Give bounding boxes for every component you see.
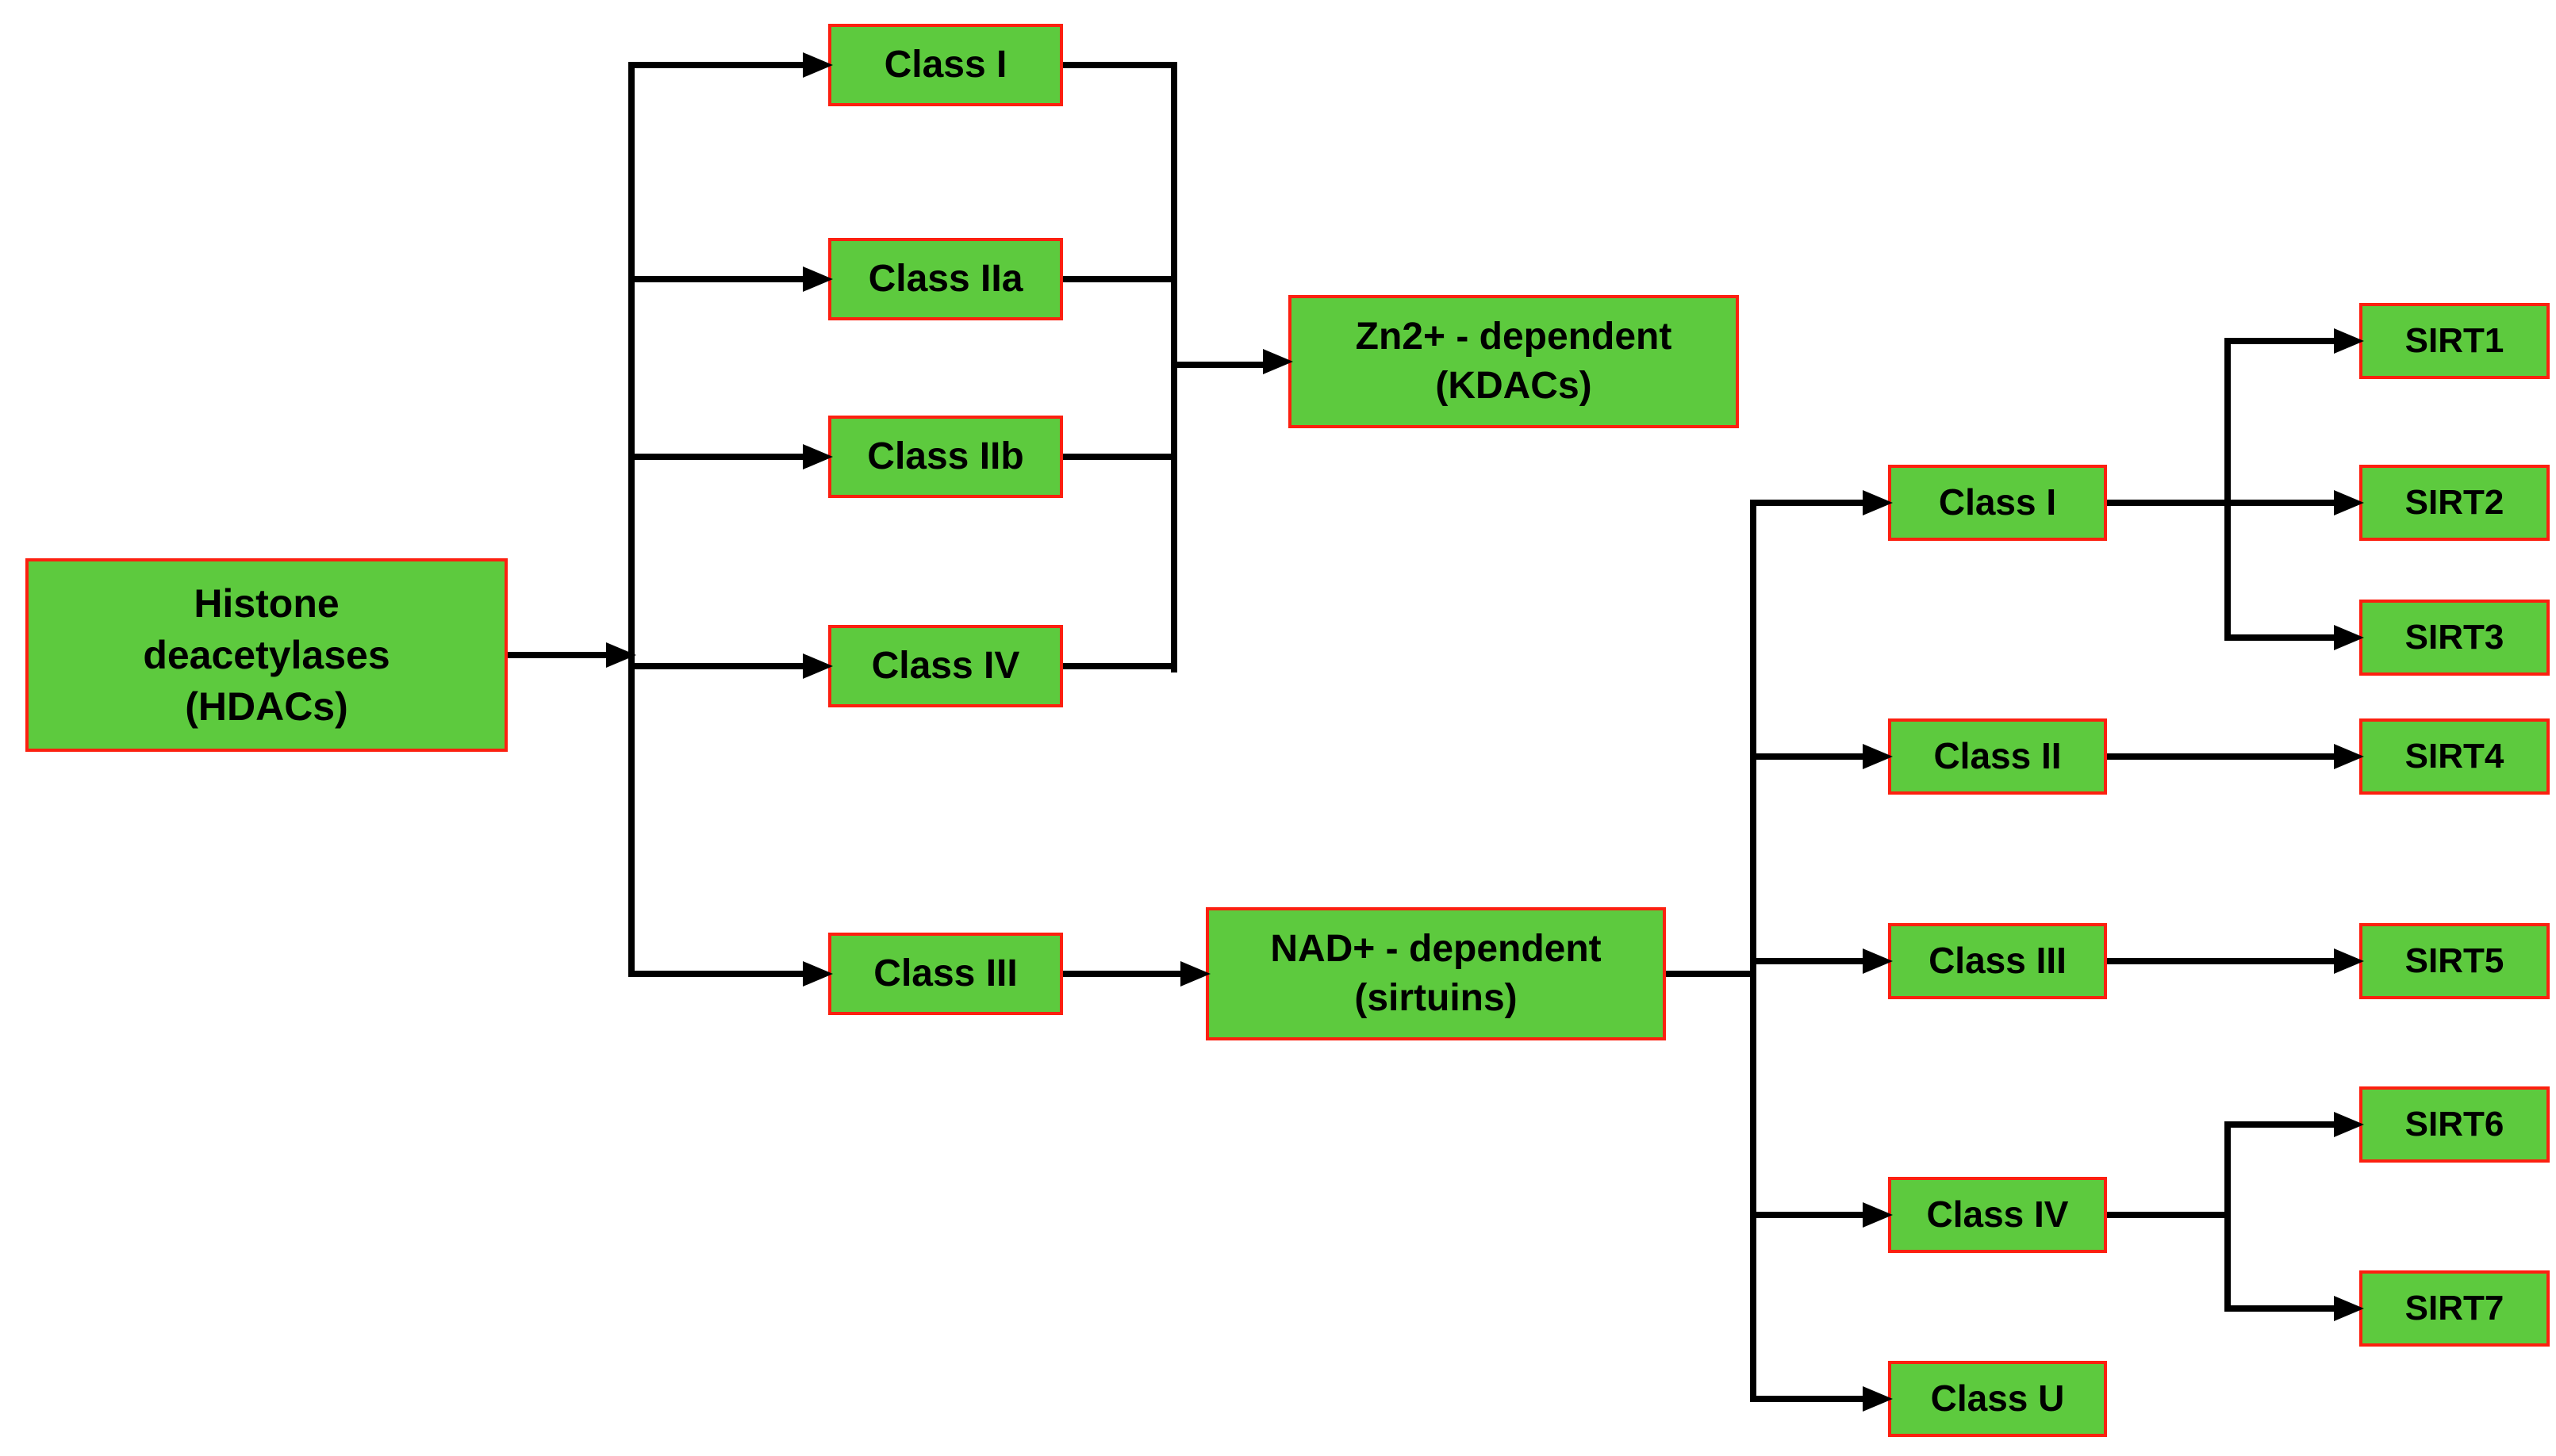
arrowhead-icon [1863,744,1893,769]
connector-class-iia-to-collector [1063,276,1177,282]
node-nad-dependent-sirtuins: NAD+ - dependent (sirtuins) [1206,907,1666,1040]
node-label: (KDACs) [1435,365,1592,407]
connector-trunk-to-class-iib [631,454,806,460]
connector-root-to-trunk [508,652,635,658]
node-label: SIRT5 [2404,941,2504,981]
arrowhead-icon [2334,1112,2364,1137]
node-class-iv: Class IV [828,625,1063,707]
node-sirtuin-class-iii: Class III [1888,923,2107,999]
node-label: Histone [194,580,340,626]
node-label: SIRT4 [2404,737,2504,776]
node-label: SIRT3 [2404,618,2504,657]
collector-line-zn [1171,62,1177,672]
node-label: Zn2+ - dependent [1355,315,1672,358]
arrowhead-icon [1863,1202,1893,1228]
connector-branch-to-sirt3 [2228,634,2339,641]
node-label: NAD+ - dependent [1270,927,1602,970]
node-label: SIRT2 [2404,483,2504,523]
arrowhead-icon [606,642,636,668]
node-zn-dependent-kdacs: Zn2+ - dependent (KDACs) [1288,295,1739,428]
connector-class-i-to-collector [1063,62,1177,68]
arrowhead-icon [2334,328,2364,354]
connector-sclass-iv-to-branch [2107,1212,2231,1218]
node-class-iib: Class IIb [828,416,1063,498]
arrowhead-icon [1863,948,1893,974]
arrowhead-icon [803,653,833,679]
connector-collector-to-zn [1174,362,1266,368]
node-label: Class II [1933,735,2062,777]
node-label: Class I [1938,481,2057,523]
trunk-line-hdac [628,62,635,977]
connector-class-iv-to-collector [1063,663,1177,669]
arrowhead-icon [803,266,833,292]
connector-class-iib-to-collector [1063,454,1177,460]
arrowhead-icon [803,444,833,469]
branch-line-sirt1-3 [2224,338,2231,641]
arrowhead-icon [2334,744,2364,769]
connector-sclass-i-to-sirt2 [2107,500,2337,506]
arrowhead-icon [2334,625,2364,650]
arrowhead-icon [2334,490,2364,515]
connector-trunk-to-class-iii [631,971,806,977]
node-sirtuin-class-ii: Class II [1888,718,2107,795]
arrowhead-icon [803,961,833,987]
node-class-iii: Class III [828,933,1063,1015]
node-label: SIRT6 [2404,1105,2504,1144]
branch-line-sirt6-7 [2224,1121,2231,1312]
node-class-iia: Class IIa [828,238,1063,320]
arrowhead-icon [2334,1296,2364,1321]
node-hdacs-root: Histone deacetylases (HDACs) [25,558,508,752]
arrowhead-icon [1863,490,1893,515]
node-sirt1: SIRT1 [2359,303,2550,379]
arrowhead-icon [1863,1386,1893,1412]
connector-trunk-to-class-iia [631,276,806,282]
connector-trunk2-to-sclass-iv [1753,1212,1866,1218]
node-label: SIRT7 [2404,1289,2504,1328]
node-label: (sirtuins) [1354,977,1518,1019]
node-label: deacetylases [143,632,390,677]
node-label: Class I [884,43,1007,86]
connector-branch-to-sirt1 [2228,338,2339,344]
connector-branch-to-sirt7 [2228,1305,2339,1312]
trunk-line-sirtuins [1750,500,1756,1402]
node-sirtuin-class-i: Class I [1888,465,2107,541]
arrowhead-icon [803,52,833,78]
connector-trunk2-to-sclass-u [1753,1396,1866,1402]
connector-branch-to-sirt6 [2228,1121,2339,1128]
node-label: Class IIa [868,257,1023,300]
node-label: Class IV [871,644,1020,687]
node-label: Class IIb [867,435,1024,477]
node-label: Class U [1930,1377,2065,1420]
connector-trunk2-to-sclass-i [1753,500,1866,506]
arrowhead-icon [2334,948,2364,974]
node-label: Class IV [1926,1194,2069,1236]
arrowhead-icon [1180,961,1211,987]
connector-trunk2-to-sclass-iii [1753,958,1866,964]
node-sirt4: SIRT4 [2359,718,2550,795]
node-sirt7: SIRT7 [2359,1270,2550,1347]
node-class-i: Class I [828,24,1063,106]
connector-class-iii-to-nad [1063,971,1182,977]
node-sirt2: SIRT2 [2359,465,2550,541]
connector-sclass-ii-to-sirt4 [2107,753,2337,760]
node-sirtuin-class-u: Class U [1888,1361,2107,1437]
node-sirt6: SIRT6 [2359,1086,2550,1163]
connector-trunk-to-class-iv [631,663,806,669]
connector-trunk-to-class-i [631,62,806,68]
node-sirt3: SIRT3 [2359,600,2550,676]
connector-nad-to-trunk2 [1666,971,1756,977]
connector-sclass-iii-to-sirt5 [2107,958,2337,964]
node-label: SIRT1 [2404,321,2504,361]
node-label: (HDACs) [185,684,348,729]
node-label: Class III [873,952,1018,994]
arrowhead-icon [1263,349,1293,374]
node-sirtuin-class-iv: Class IV [1888,1177,2107,1253]
node-label: Class III [1929,940,2067,982]
node-sirt5: SIRT5 [2359,923,2550,999]
connector-trunk2-to-sclass-ii [1753,753,1866,760]
